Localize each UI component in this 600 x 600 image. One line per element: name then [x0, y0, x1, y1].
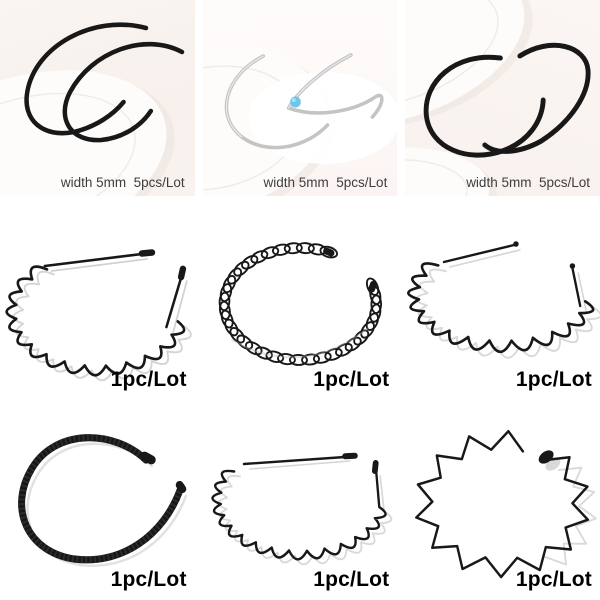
product-label: 1pc/Lot	[110, 368, 187, 391]
product-label: width 5mm 5pcs/Lot	[60, 174, 185, 190]
product-photo-thick-spring-band	[18, 434, 188, 568]
product-label: 1pc/Lot	[515, 368, 592, 391]
product-photo-spiral-coil-band	[218, 242, 382, 366]
product-label: 1pc/Lot	[313, 368, 390, 391]
product-row-1: width 5mm 5pcs/Lot width 5mm 5pcs/Lot wi…	[0, 0, 600, 200]
product-row-3: 1pc/Lot 1pc/Lot 1pc/Lot	[0, 400, 600, 600]
product-cell[interactable]: 1pc/Lot	[405, 200, 600, 400]
product-cell[interactable]: 1pc/Lot	[405, 400, 600, 600]
product-photo-thin-silver-pair	[202, 44, 398, 196]
product-label: 1pc/Lot	[110, 568, 187, 591]
product-photo-thin-black-pair	[0, 22, 185, 196]
product-label: width 5mm 5pcs/Lot	[466, 174, 590, 190]
product-photo-tight-wave-band	[210, 452, 392, 566]
product-label: 1pc/Lot	[313, 568, 390, 591]
product-photo-wavy-teeth-band	[5, 249, 192, 382]
product-cell[interactable]: 1pc/Lot	[202, 400, 398, 600]
product-label: 1pc/Lot	[515, 568, 592, 591]
product-cell[interactable]: 1pc/Lot	[0, 400, 195, 600]
product-cell[interactable]: 1pc/Lot	[0, 200, 195, 400]
product-cell[interactable]: width 5mm 5pcs/Lot	[202, 0, 398, 196]
product-label: width 5mm 5pcs/Lot	[263, 174, 388, 190]
product-cell[interactable]: width 5mm 5pcs/Lot	[405, 0, 600, 196]
product-cell[interactable]: 1pc/Lot	[202, 200, 398, 400]
product-photo-zigzag-circle-band	[415, 429, 598, 579]
product-photo-thin-black-pair-2	[405, 0, 591, 196]
product-row-2: 1pc/Lot 1pc/Lot 1pc/Lot	[0, 200, 600, 400]
product-cell[interactable]: width 5mm 5pcs/Lot	[0, 0, 195, 196]
product-photo-deep-wave-band	[407, 241, 600, 359]
